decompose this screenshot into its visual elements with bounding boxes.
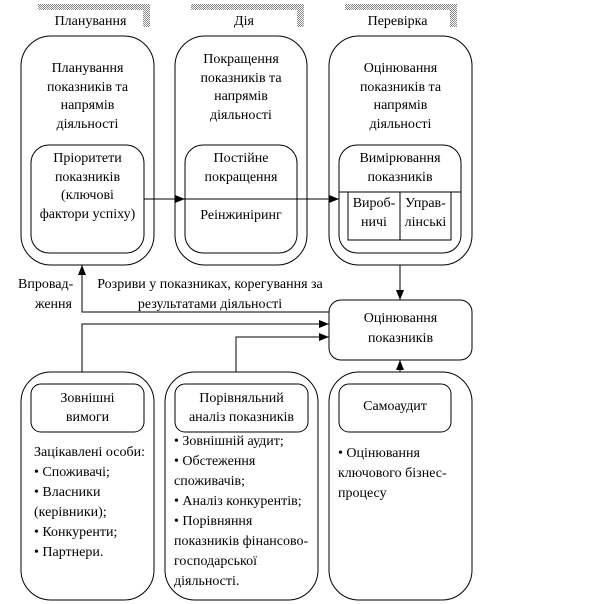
bottom-box-selfaudit [328,371,473,601]
phase-label-check: Перевірка [367,14,428,29]
implementation-label: Впровад-ження [18,277,74,312]
bottom-box-external [20,371,155,601]
bottom-box-benchmark [164,371,319,601]
selfaudit-header: Самоаудит [363,399,427,414]
phase-label-action: Дія [234,14,254,29]
management-cell: Управ-лінські [404,196,447,230]
production-cell: Вироб-ничі [352,196,396,230]
phase-label-planning: Планування [54,14,127,29]
reengineering-text: Реінжиніринг [200,208,282,223]
arrow-external [81,320,329,372]
external-list: Зацікавлені особи: • Споживачі;• Власник… [34,445,145,560]
phase-bar-check [345,4,457,27]
phase-bar-action [191,4,304,27]
top-box-action [174,35,308,266]
arrow-benchmark [235,333,329,372]
phase-bar-planning [38,4,150,27]
arrow-feedback [78,265,329,313]
top-box-planning [20,35,155,266]
